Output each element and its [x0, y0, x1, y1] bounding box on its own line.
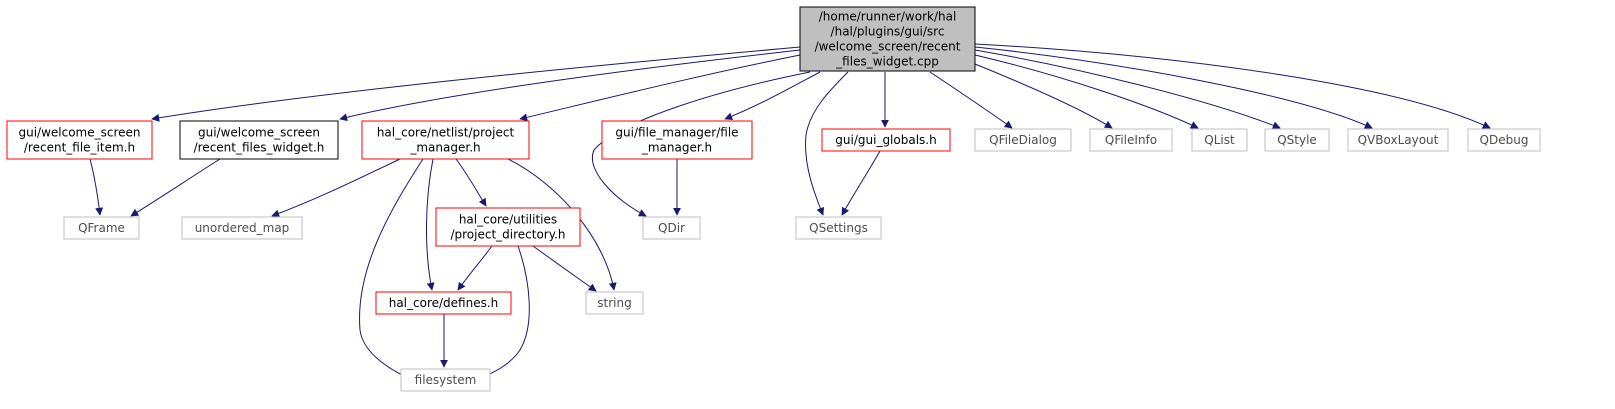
node-root[interactable]: /home/runner/work/hal/hal/plugins/gui/sr…: [799, 6, 976, 72]
node-filesystem: filesystem: [400, 368, 491, 392]
node-label-line: gui/file_manager/file: [615, 126, 738, 140]
node-label-line: QDir: [658, 221, 685, 235]
node-label-line: QSettings: [809, 221, 868, 235]
edge-root-to-qfiledialog: [929, 71, 1013, 129]
edge-root-to-qlist: [974, 54, 1199, 129]
node-label-line: hal_core/netlist/project: [377, 126, 515, 140]
node-label-line: _manager.h: [409, 141, 480, 155]
node-box: [6, 120, 153, 160]
node-label-line: QFileInfo: [1105, 133, 1157, 147]
node-label-line: hal_core/defines.h: [389, 296, 499, 310]
node-label-line: /hal/plugins/gui/src: [831, 25, 945, 39]
node-gui-globals[interactable]: gui/gui_globals.h: [821, 128, 951, 152]
node-label-line: QDebug: [1480, 133, 1529, 147]
node-label-line: /welcome_screen/recent: [815, 40, 961, 54]
node-file-manager[interactable]: gui/file_manager/file_manager.h: [601, 120, 753, 160]
edge-project_directory-to-string: [532, 245, 597, 292]
node-box: [181, 216, 303, 240]
edge-root-to-recent_file_item: [151, 46, 801, 122]
edge-recent_file_item-to-qframe: [89, 158, 104, 216]
node-qvboxlayout: QVBoxLayout: [1347, 128, 1449, 152]
edge-project_directory-to-filesystem: [478, 245, 530, 380]
node-box: [799, 6, 976, 72]
edge-project_manager-to-unordered_map: [271, 158, 401, 218]
node-label-line: QList: [1204, 133, 1235, 147]
node-qlist: QList: [1191, 128, 1248, 152]
node-recent-files-widget-h[interactable]: gui/welcome_screen/recent_files_widget.h: [179, 120, 339, 160]
edge-project_directory-to-defines: [457, 245, 493, 291]
edge-project_manager-to-defines: [426, 158, 435, 291]
node-box: [375, 291, 512, 315]
node-label-line: hal_core/utilities: [459, 213, 557, 227]
node-box: [585, 291, 644, 315]
edge-root-to-qsettings: [805, 71, 849, 216]
node-label-line: QFrame: [78, 221, 125, 235]
node-box: [1347, 128, 1449, 152]
node-project-manager[interactable]: hal_core/netlist/project_manager.h: [361, 120, 530, 160]
node-label-line: gui/gui_globals.h: [835, 133, 936, 147]
edge-root-to-qvboxlayout: [974, 46, 1373, 129]
node-label-line: filesystem: [415, 373, 477, 387]
node-qdebug: QDebug: [1467, 128, 1541, 152]
edge-root-to-qstyle: [974, 49, 1281, 130]
node-box: [361, 120, 530, 160]
edge-root-to-project_manager: [519, 54, 801, 122]
node-unordered-map: unordered_map: [181, 216, 303, 240]
node-box: [435, 207, 581, 247]
node-label-line: unordered_map: [195, 221, 290, 235]
node-label-line: string: [597, 296, 631, 310]
node-box: [63, 216, 140, 240]
node-box: [974, 128, 1072, 152]
node-label-line: QVBoxLayout: [1358, 133, 1439, 147]
node-box: [642, 216, 701, 240]
node-string: string: [585, 291, 644, 315]
node-qfiledialog: QFileDialog: [974, 128, 1072, 152]
node-label-line: QFileDialog: [989, 133, 1057, 147]
node-box: [601, 120, 753, 160]
node-label-line: /recent_files_widget.h: [194, 141, 325, 155]
node-label-line: /recent_file_item.h: [24, 141, 135, 155]
node-box: [1467, 128, 1541, 152]
node-qframe: QFrame: [63, 216, 140, 240]
node-label-line: gui/welcome_screen: [18, 126, 140, 140]
node-qsettings: QSettings: [795, 216, 882, 240]
node-qfileinfo: QFileInfo: [1089, 128, 1173, 152]
node-box: [1089, 128, 1173, 152]
node-label-line: gui/welcome_screen: [198, 126, 320, 140]
edge-root-to-qdebug: [974, 43, 1491, 129]
node-box: [795, 216, 882, 240]
node-box: [1191, 128, 1248, 152]
edge-root-to-recent_files_widget_h: [339, 49, 801, 122]
node-label-line: QStyle: [1277, 133, 1317, 147]
node-box: [400, 368, 491, 392]
node-project-directory[interactable]: hal_core/utilities/project_directory.h: [435, 207, 581, 247]
node-box: [179, 120, 339, 160]
node-qstyle: QStyle: [1264, 128, 1330, 152]
edge-recent_files_widget_h-to-qframe: [130, 158, 221, 217]
node-label-line: /project_directory.h: [450, 228, 565, 242]
node-qdir: QDir: [642, 216, 701, 240]
node-label-line: _manager.h: [641, 141, 712, 155]
edge-gui_globals-to-qsettings: [841, 150, 881, 216]
edge-root-to-qfileinfo: [964, 59, 1113, 129]
node-label-line: _files_widget.cpp: [835, 55, 939, 69]
edge-root-to-file_manager: [724, 71, 821, 121]
node-defines[interactable]: hal_core/defines.h: [375, 291, 512, 315]
edge-project_manager-to-project_directory: [455, 158, 487, 207]
edge-project_manager-to-filesystem: [359, 158, 424, 380]
node-recent-file-item[interactable]: gui/welcome_screen/recent_file_item.h: [6, 120, 153, 160]
node-label-line: /home/runner/work/hal: [819, 10, 957, 24]
node-box: [821, 128, 951, 152]
node-box: [1264, 128, 1330, 152]
